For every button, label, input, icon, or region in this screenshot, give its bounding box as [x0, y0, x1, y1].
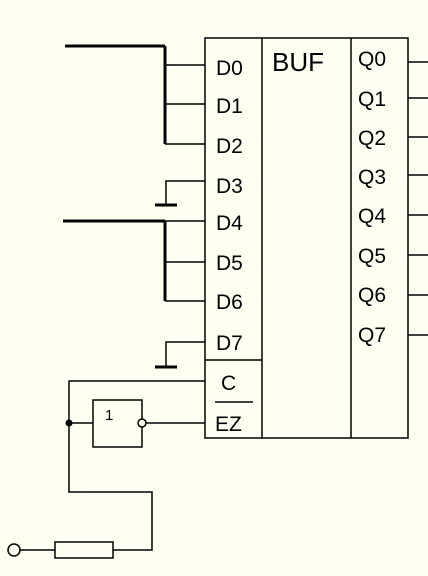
chip-outline: [204, 37, 409, 439]
pin-label-d1: D1: [216, 95, 243, 118]
pin-label-d3: D3: [216, 175, 243, 198]
inverter-bubble-icon: [137, 418, 147, 428]
pin-label-q0: Q0: [358, 48, 386, 71]
junction-dot-icon: [65, 419, 73, 427]
resistor-icon: [54, 541, 114, 559]
pin-label-clock: C: [221, 372, 236, 395]
pin-label-enable: EZ: [215, 413, 242, 436]
inverter-body: [92, 399, 143, 448]
control-wiring: [20, 380, 205, 551]
pin-label-q1: Q1: [358, 88, 386, 111]
pin-label-d6: D6: [216, 291, 243, 314]
pin-label-q3: Q3: [358, 166, 386, 189]
wire-d7: [165, 341, 205, 367]
output-wires: [408, 61, 428, 336]
pin-label-d5: D5: [216, 252, 243, 275]
ground-icon: [155, 341, 205, 369]
pin-label-q4: Q4: [358, 205, 386, 228]
pin-label-q6: Q6: [358, 284, 386, 307]
input-pin-labels: D0 D1 D2 D3 D4 D5 D6 D7: [216, 57, 243, 355]
inverter-gate: 1: [92, 399, 147, 448]
buffer-chip: [204, 37, 409, 439]
open-terminal-icon: [7, 543, 21, 557]
pin-label-q2: Q2: [358, 127, 386, 150]
output-pin-labels: Q0 Q1 Q2 Q3 Q4 Q5 Q6 Q7: [358, 48, 386, 347]
input-bus-d4-d6: [63, 219, 205, 302]
ground-icon: [155, 180, 205, 207]
chip-title: BUF: [272, 47, 324, 77]
inverter-label: 1: [105, 407, 113, 424]
pin-label-q7: Q7: [358, 324, 386, 347]
input-bus-d0-d2: [65, 44, 205, 145]
pin-label-d4: D4: [216, 212, 243, 235]
pin-label-d0: D0: [216, 57, 243, 80]
pin-label-d2: D2: [216, 135, 243, 158]
wire-d3: [165, 180, 205, 205]
clock-signal-wire: [68, 380, 205, 551]
pin-label-d7: D7: [216, 332, 243, 355]
pin-label-q5: Q5: [358, 245, 386, 268]
